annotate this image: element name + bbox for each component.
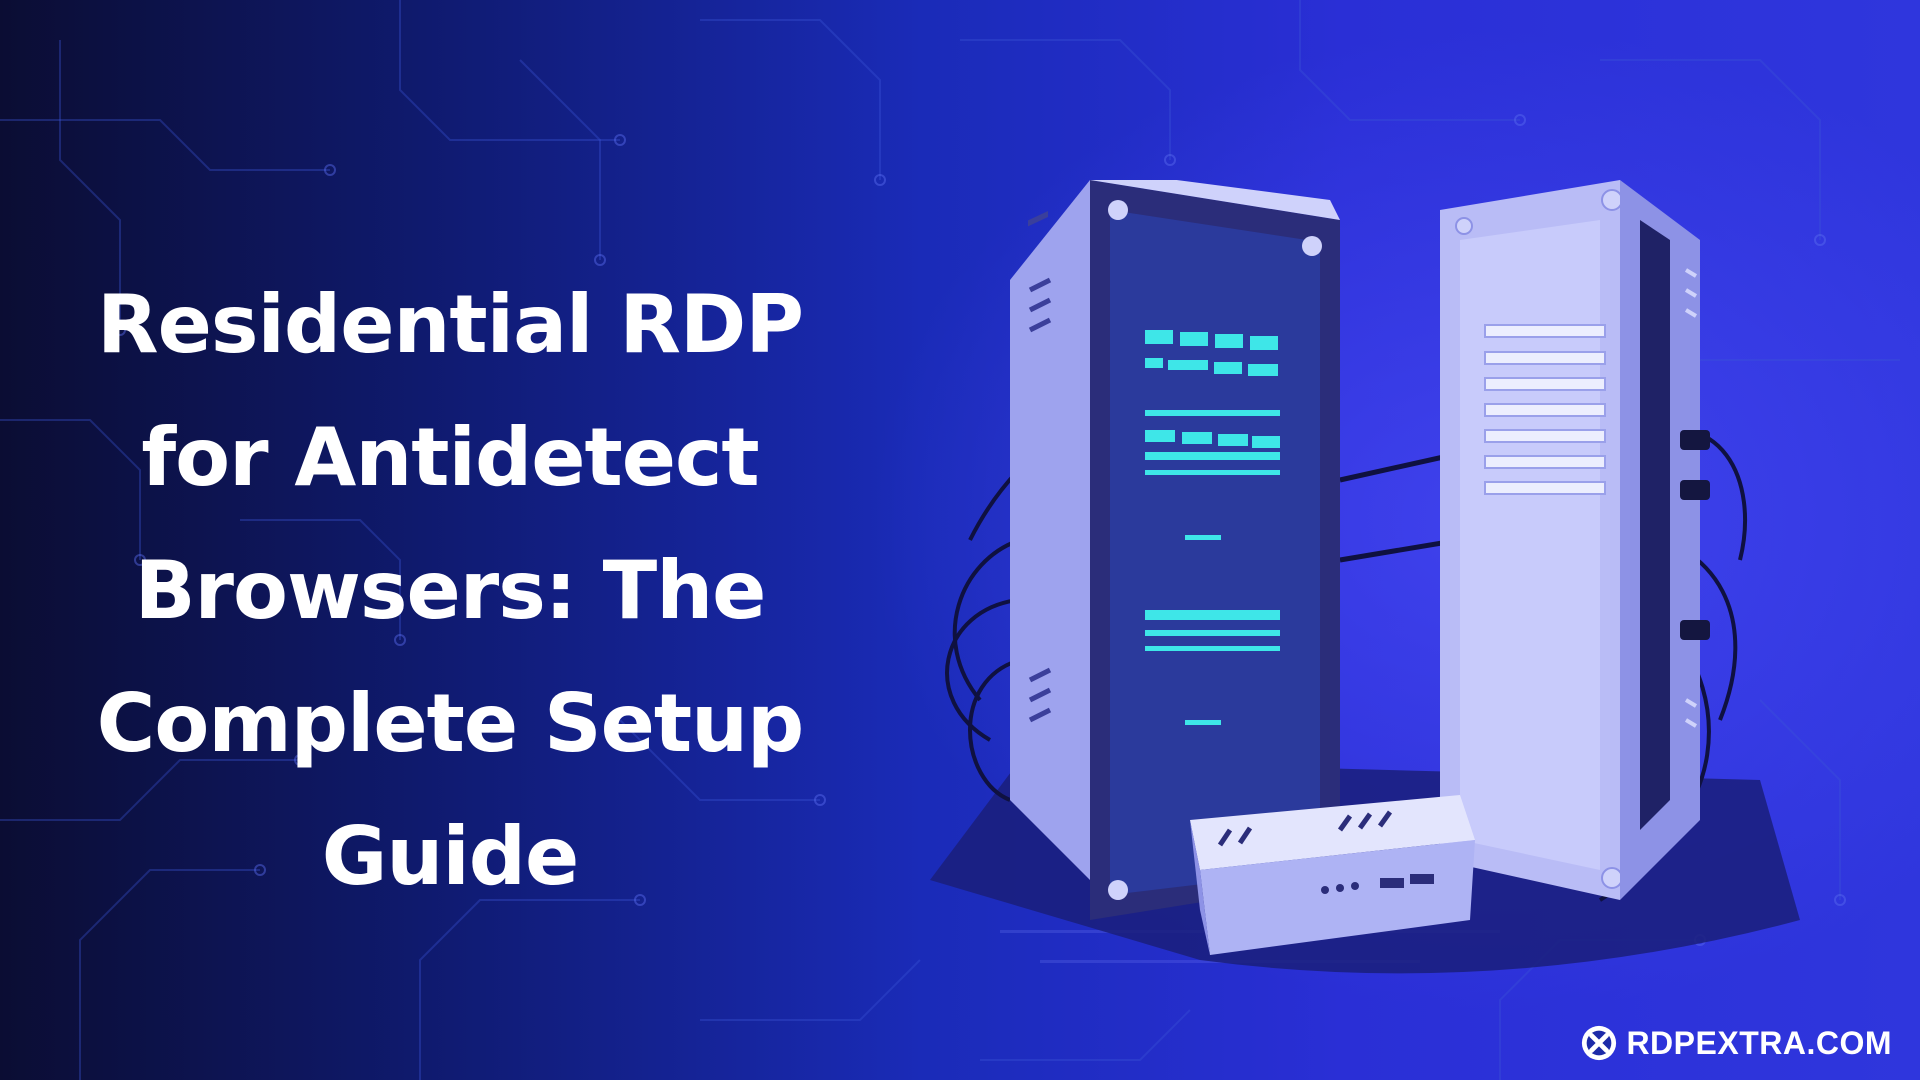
right-server-slots: [1484, 324, 1606, 495]
left-server-vents: [1028, 277, 1052, 723]
headline-line-1: Residential RDP: [97, 278, 804, 371]
left-server-side: [1010, 180, 1090, 880]
headline-line-5: Guide: [321, 810, 580, 903]
server-racks-illustration: [930, 180, 1800, 974]
crossed-x-circle-icon: [1582, 1025, 1617, 1061]
router-box: [1190, 795, 1475, 955]
headline-line-3: Browsers: The: [134, 544, 767, 637]
headline-line-2: for Antidetect: [141, 411, 759, 504]
brand-name: RDPEXTRA.COM: [1626, 1024, 1892, 1061]
headline: Residential RDP for Antidetect Browsers:…: [40, 258, 860, 923]
headline-line-4: Complete Setup: [96, 677, 805, 770]
brand-watermark: RDPEXTRA.COM: [1580, 1024, 1892, 1062]
left-server-leds: [1145, 330, 1280, 725]
